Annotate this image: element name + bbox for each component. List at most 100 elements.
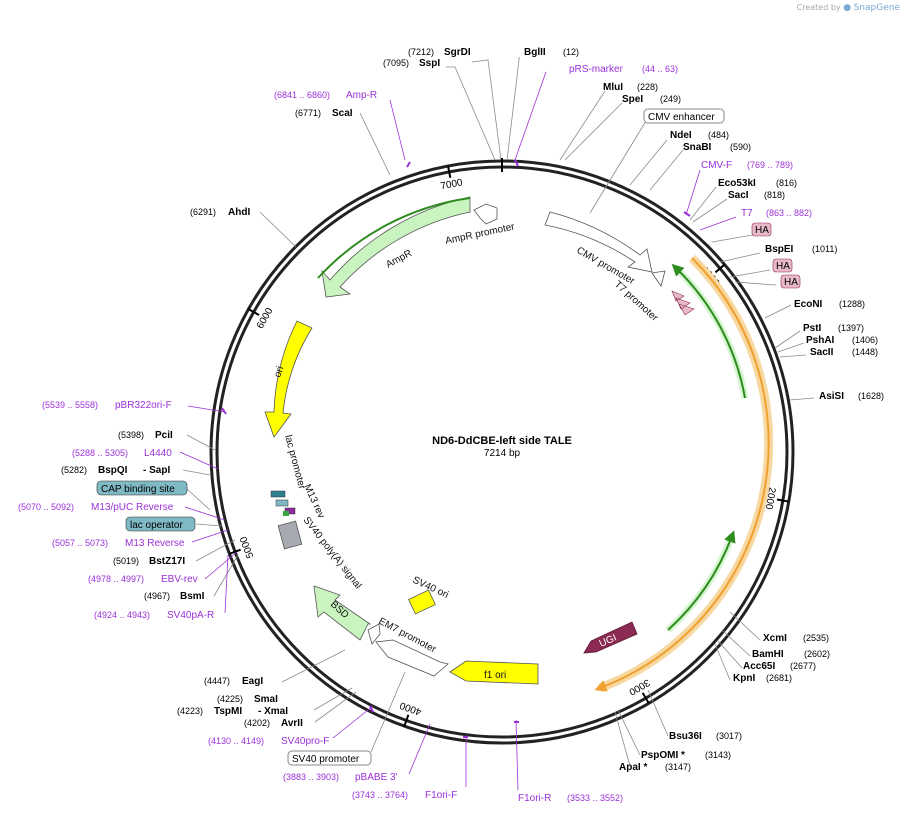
primer-f1ori-f[interactable]: F1ori-F bbox=[425, 790, 457, 801]
box-lac-operator[interactable]: lac operator bbox=[130, 520, 183, 531]
feature-orange-track[interactable] bbox=[598, 254, 774, 693]
box-sv40-promoter[interactable]: SV40 promoter bbox=[292, 754, 360, 765]
primer-t7[interactable]: T7 bbox=[741, 208, 753, 219]
feature-sv40-promoter-arrow[interactable] bbox=[375, 639, 449, 677]
feature-ampr-promoter[interactable] bbox=[473, 203, 498, 225]
site-bsu36i[interactable]: Bsu36I bbox=[669, 731, 702, 742]
box-ha-1[interactable]: HA bbox=[755, 225, 769, 236]
site-apai[interactable]: ApaI * bbox=[619, 762, 647, 773]
site-pos: (228) bbox=[637, 82, 658, 92]
site-bstz17i[interactable]: BstZ17I bbox=[149, 556, 185, 567]
primer-amp-r[interactable]: Amp-R bbox=[346, 90, 377, 101]
site-spei[interactable]: SpeI bbox=[622, 94, 643, 105]
feature-ha-arrows[interactable] bbox=[671, 290, 695, 316]
primer-sv40pa-r[interactable]: SV40pA-R bbox=[167, 610, 214, 621]
primer-range: (3743 .. 3764) bbox=[352, 790, 408, 800]
site-avrii[interactable]: AvrII bbox=[281, 718, 303, 729]
feature-bsd[interactable] bbox=[313, 585, 372, 641]
site-pos: (249) bbox=[660, 94, 681, 104]
site-xcmi[interactable]: XcmI bbox=[763, 633, 787, 644]
ruler-tick bbox=[714, 263, 726, 274]
ruler-tick-label: 3000 bbox=[626, 676, 651, 697]
site-bamhi[interactable]: BamHI bbox=[752, 649, 784, 660]
site-psti[interactable]: PstI bbox=[803, 323, 822, 334]
site-pos: (1448) bbox=[852, 347, 878, 357]
box-ha-2[interactable]: HA bbox=[776, 261, 790, 272]
feature-ori[interactable] bbox=[264, 320, 313, 438]
primer-range: (5539 .. 5558) bbox=[42, 400, 98, 410]
snapgene-watermark: Created by ● SnapGene bbox=[797, 3, 900, 13]
plasmid-name: ND6-DdCBE-left side TALE bbox=[432, 435, 572, 447]
feature-cap-marker[interactable] bbox=[270, 490, 286, 498]
site-pos: (3017) bbox=[716, 731, 742, 741]
box-ha-3[interactable]: HA bbox=[784, 277, 798, 288]
site-pos: (5398) bbox=[118, 430, 144, 440]
site-kpni[interactable]: KpnI bbox=[733, 673, 755, 684]
box-cap-binding-site[interactable]: CAP binding site bbox=[101, 484, 175, 495]
site-asisi[interactable]: AsiSI bbox=[819, 391, 844, 402]
feature-lac-marker[interactable] bbox=[275, 499, 289, 507]
feature-t7-promoter[interactable] bbox=[651, 270, 666, 287]
feature-cmv-promoter[interactable] bbox=[544, 211, 653, 273]
label-sv40-polya: SV40 poly(A) signal bbox=[301, 515, 364, 591]
site-bspei[interactable]: BspEI bbox=[765, 244, 794, 255]
site-eagi[interactable]: EagI bbox=[242, 676, 263, 687]
feature-ugi[interactable] bbox=[583, 621, 638, 654]
feature-sv40-ori[interactable] bbox=[408, 589, 436, 615]
site-sapi[interactable]: - SapI bbox=[143, 465, 170, 476]
feature-f1-ori[interactable] bbox=[449, 660, 539, 685]
feature-ampr[interactable] bbox=[321, 196, 471, 298]
site-snabi[interactable]: SnaBI bbox=[683, 142, 712, 153]
site-ahdi[interactable]: AhdI bbox=[228, 207, 250, 218]
site-pos: (6771) bbox=[295, 108, 321, 118]
site-pos: (4223) bbox=[177, 706, 203, 716]
site-eco53ki[interactable]: Eco53kI bbox=[718, 178, 756, 189]
feature-green-track-2[interactable] bbox=[667, 530, 736, 631]
box-cmv-enhancer[interactable]: CMV enhancer bbox=[648, 112, 715, 123]
site-scai[interactable]: ScaI bbox=[332, 108, 353, 119]
site-bglii[interactable]: BglII bbox=[524, 47, 546, 58]
site-smai[interactable]: SmaI bbox=[254, 694, 278, 705]
site-acc65i[interactable]: Acc65I bbox=[743, 661, 775, 672]
primer-cmv-f[interactable]: CMV-F bbox=[701, 160, 732, 171]
site-saci[interactable]: SacI bbox=[728, 190, 749, 201]
ruler-tick bbox=[229, 548, 241, 555]
primer-m13-puc-reverse[interactable]: M13/pUC Reverse bbox=[91, 502, 174, 513]
site-econi[interactable]: EcoNI bbox=[794, 299, 823, 310]
site-pos: (1288) bbox=[839, 299, 865, 309]
label-ampr-promoter: AmpR promoter bbox=[444, 221, 516, 247]
site-pos: (4225) bbox=[217, 694, 243, 704]
site-ndei[interactable]: NdeI bbox=[670, 130, 692, 141]
label-m13-rev: M13 rev bbox=[301, 483, 326, 520]
primer-ebv-rev[interactable]: EBV-rev bbox=[161, 574, 198, 585]
ruler-tick-label: 6000 bbox=[255, 306, 276, 331]
primer-prs-marker[interactable]: pRS-marker bbox=[569, 64, 624, 75]
ruler-tick bbox=[403, 714, 410, 727]
site-xmai[interactable]: - XmaI bbox=[258, 706, 288, 717]
restriction-site-labels: (7212) SgrDI (7095) SspI BglII (12) MluI… bbox=[61, 47, 884, 773]
ruler-tick bbox=[641, 692, 650, 704]
site-pshai[interactable]: PshAI bbox=[806, 335, 835, 346]
primer-l4440[interactable]: L4440 bbox=[144, 448, 172, 459]
site-bspqi[interactable]: BspQI bbox=[98, 465, 128, 476]
site-pcii[interactable]: PciI bbox=[155, 430, 173, 441]
feature-em7-promoter[interactable] bbox=[367, 623, 381, 645]
site-bsmi[interactable]: BsmI bbox=[180, 591, 205, 602]
site-tspmi[interactable]: TspMI bbox=[214, 706, 242, 717]
site-mlui[interactable]: MluI bbox=[603, 82, 623, 93]
primer-range: (5288 .. 5305) bbox=[72, 448, 128, 458]
primer-range: (4978 .. 4997) bbox=[88, 574, 144, 584]
primer-pbabe3[interactable]: pBABE 3' bbox=[355, 772, 398, 783]
site-sgrdi[interactable]: SgrDI bbox=[444, 47, 471, 58]
primer-pbr322ori-f[interactable]: pBR322ori-F bbox=[115, 400, 172, 411]
site-psppomi[interactable]: PspOMI * bbox=[641, 750, 685, 761]
ruler-tick-label: 4000 bbox=[398, 699, 423, 717]
feature-sv40-polya[interactable] bbox=[277, 520, 303, 550]
ruler-tick bbox=[248, 308, 260, 316]
primer-f1ori-r[interactable]: F1ori-R bbox=[518, 793, 551, 804]
primer-sv40pro-f[interactable]: SV40pro-F bbox=[281, 736, 329, 747]
primer-m13-reverse[interactable]: M13 Reverse bbox=[125, 538, 185, 549]
site-sacii[interactable]: SacII bbox=[810, 347, 834, 358]
site-sspi[interactable]: SspI bbox=[419, 58, 440, 69]
